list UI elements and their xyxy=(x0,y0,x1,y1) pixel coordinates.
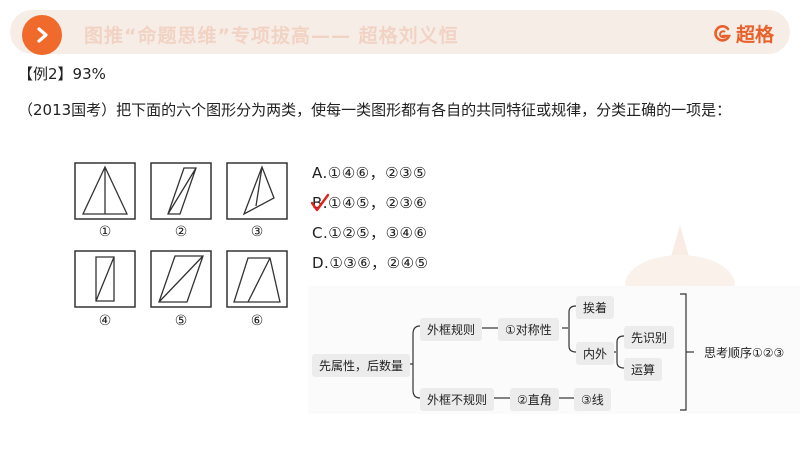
figure-5 xyxy=(150,250,212,308)
figure-2-label: ② xyxy=(174,224,188,240)
figure-4 xyxy=(74,250,136,308)
example-label: 【例2】93% xyxy=(18,65,106,83)
figure-2 xyxy=(150,162,212,220)
figure-6 xyxy=(226,250,288,308)
brand-logo: 超格 xyxy=(714,20,774,47)
node-inside-outside: 内外 xyxy=(576,342,615,365)
option-b[interactable]: B.①④⑤，②③⑥ xyxy=(312,194,428,212)
figure-6-label: ⑥ xyxy=(250,313,264,329)
brand-name: 超格 xyxy=(735,24,774,46)
figure-5-label: ⑤ xyxy=(174,313,188,329)
node-calculate: 运算 xyxy=(624,358,663,381)
option-c[interactable]: C.①②⑤，③④⑥ xyxy=(312,224,428,242)
mindmap-panel: 先属性，后数量 外框规则 ①对称性 挨着 内外 先识别 运算 外框不规则 ②直角… xyxy=(308,286,800,414)
checkmark-icon xyxy=(310,193,330,212)
node-root: 先属性，后数量 xyxy=(312,354,411,377)
header-title: 图推“命题思维”专项拔高—— 超格刘义恒 xyxy=(84,25,459,47)
brand-g-icon xyxy=(714,24,731,42)
option-a[interactable]: A.①④⑥，②③⑤ xyxy=(312,164,427,182)
node-line: ③线 xyxy=(574,388,611,411)
figure-4-label: ④ xyxy=(98,313,112,329)
figure-1 xyxy=(74,162,136,220)
chevron-right-icon xyxy=(37,27,48,43)
figure-3-label: ③ xyxy=(250,224,264,240)
question-text: （2013国考）把下面的六个图形分为两类，使每一类图形都有各自的共同特征或规律，… xyxy=(18,101,732,119)
node-adjacent: 挨着 xyxy=(576,296,615,319)
node-identify-first: 先识别 xyxy=(624,326,675,349)
play-button[interactable] xyxy=(22,15,62,55)
figures-panel: ① ② ③ ④ ⑤ ⑥ xyxy=(72,160,290,330)
header-bar xyxy=(10,10,790,54)
thinking-order: 思考顺序①②③ xyxy=(704,346,785,360)
node-symmetry: ①对称性 xyxy=(498,318,559,341)
node-irregular-frame: 外框不规则 xyxy=(420,388,495,411)
mindmap-connectors xyxy=(405,293,694,411)
node-right-angle: ②直角 xyxy=(510,388,559,411)
figure-3 xyxy=(226,162,288,220)
node-regular-frame: 外框规则 xyxy=(420,318,483,341)
option-d[interactable]: D.①③⑥，②④⑤ xyxy=(312,254,429,272)
figure-1-label: ① xyxy=(98,224,112,240)
